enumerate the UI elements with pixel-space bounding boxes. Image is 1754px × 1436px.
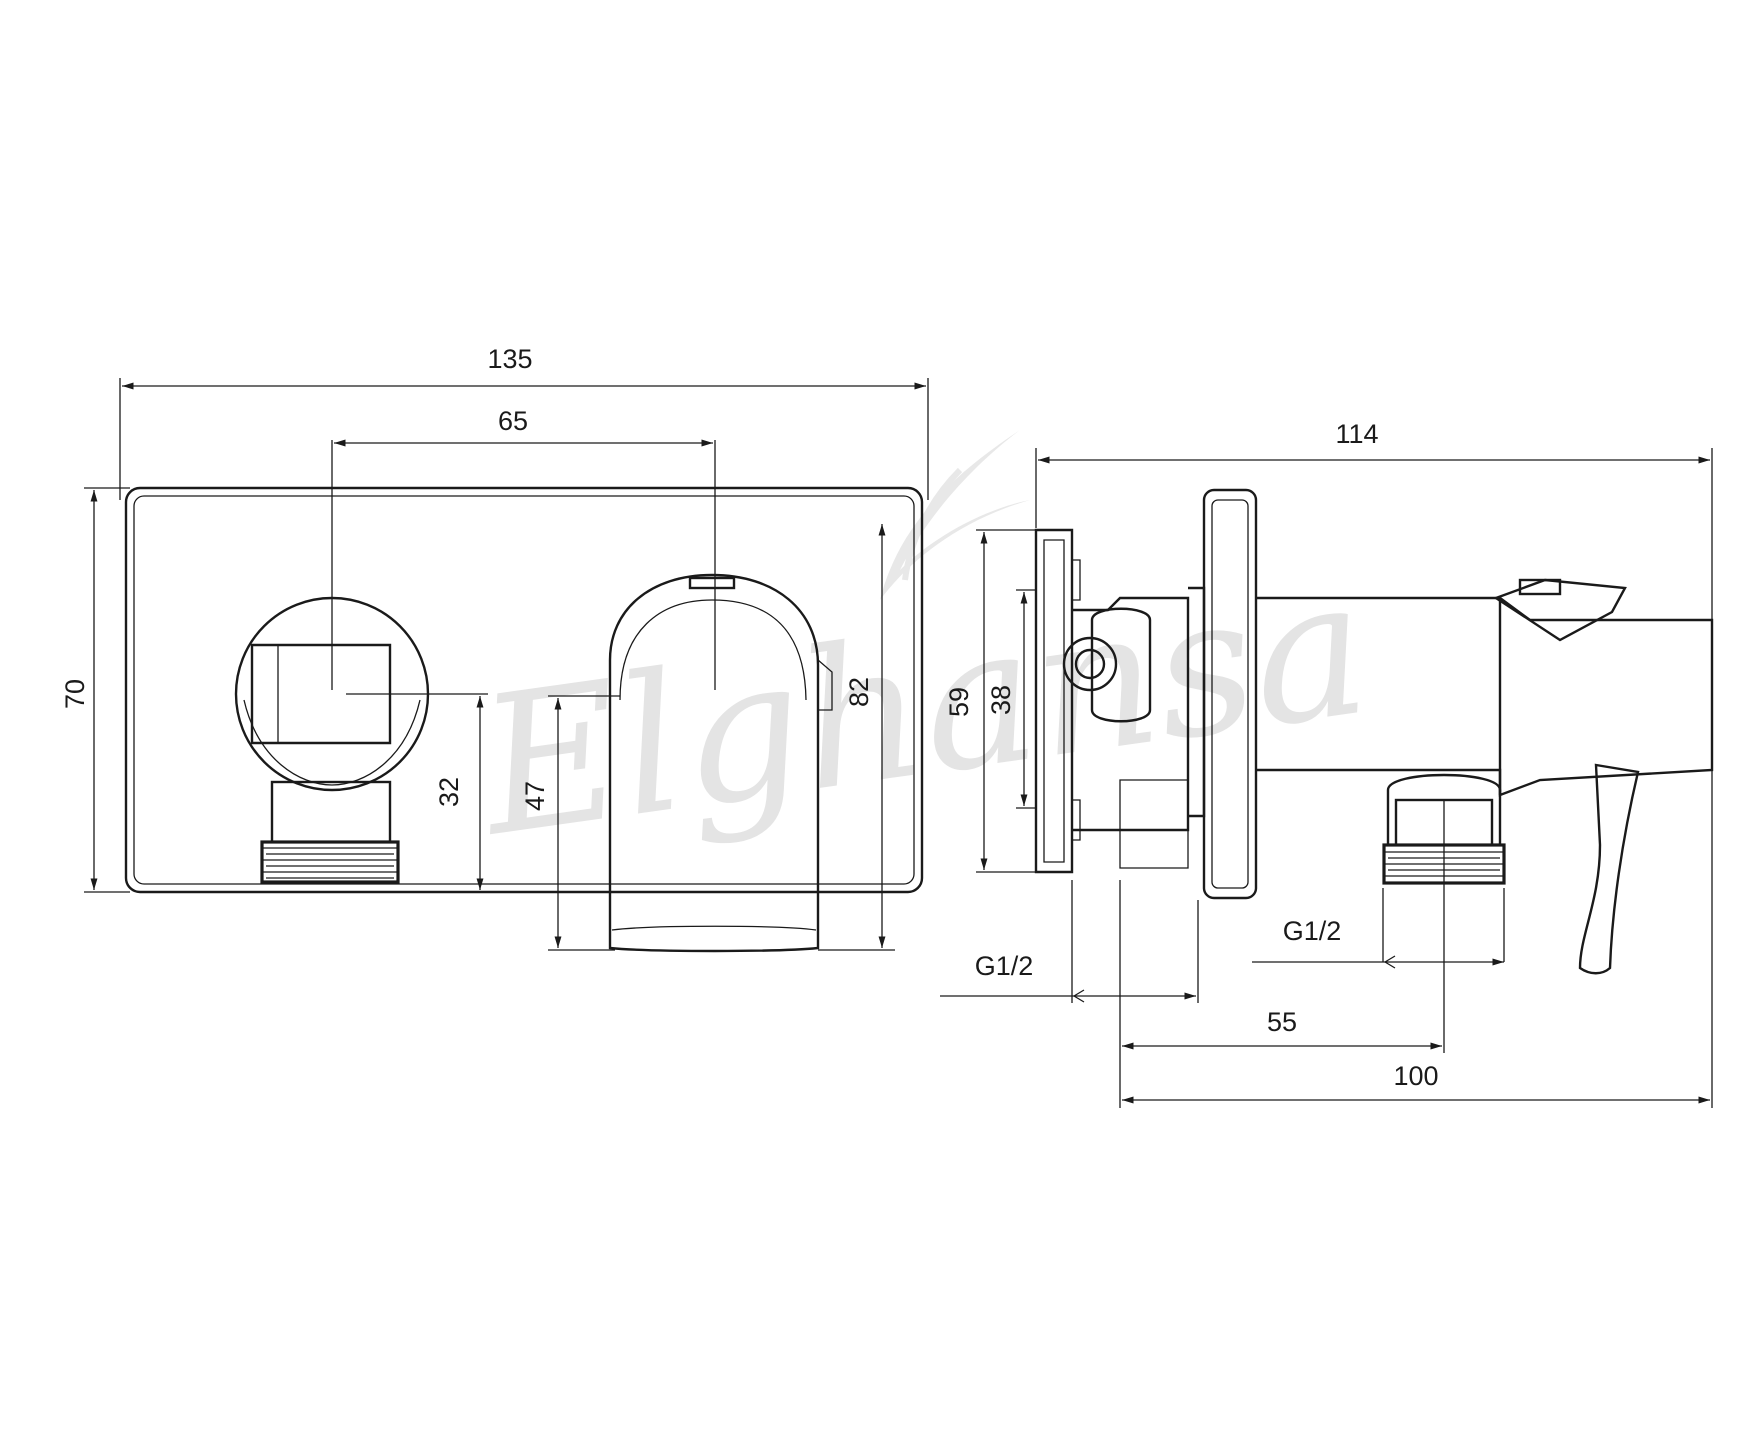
front-centerlines xyxy=(119,378,929,893)
wall-rosette xyxy=(1188,488,1258,900)
mounting-flange xyxy=(1034,528,1081,874)
dim-thread-outlet: G1/2 xyxy=(1283,916,1342,946)
cover-plate xyxy=(124,486,924,894)
dim-height-flange: 59 xyxy=(944,687,974,717)
dim-height-spout: 47 xyxy=(520,781,550,811)
watermark-logo xyxy=(880,430,1030,600)
cover-plate-inner-edge xyxy=(133,495,915,885)
dim-height-outlet: 32 xyxy=(434,777,464,807)
dim-thread-rear: G1/2 xyxy=(975,951,1034,981)
dim-offset-outlet: 55 xyxy=(1267,1007,1297,1037)
side-extension-lines xyxy=(976,448,1713,1108)
dim-height-inner: 38 xyxy=(986,685,1016,715)
dim-height-total: 82 xyxy=(844,677,874,707)
dim-width-total: 135 xyxy=(487,344,532,374)
side-view: 114 59 38 G1/2 G1/2 55 100 xyxy=(940,419,1714,1108)
dim-offset-total: 100 xyxy=(1393,1061,1438,1091)
valve-body xyxy=(1062,596,1190,869)
spout xyxy=(608,573,833,953)
dim-depth-total: 114 xyxy=(1335,419,1378,449)
dim-height-plate: 70 xyxy=(60,679,90,709)
front-view: 135 65 70 32 47 82 xyxy=(60,344,929,953)
dim-width-spacing: 65 xyxy=(498,406,528,436)
